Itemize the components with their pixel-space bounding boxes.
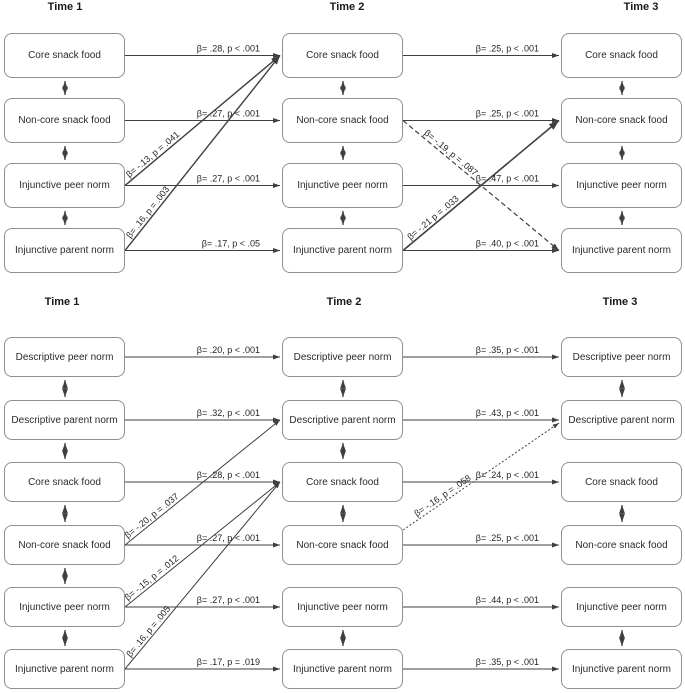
path-coefficient-label: β= -.13, p = .041 <box>124 129 181 179</box>
node-box: Non-core snack food <box>4 525 125 565</box>
time-header: Time 3 <box>602 296 638 308</box>
path-coefficient-label: β= .47, p < .001 <box>476 174 539 184</box>
node-box: Descriptive parent norm <box>4 400 125 440</box>
node-box: Injunctive peer norm <box>4 163 125 208</box>
node-box: Injunctive parent norm <box>282 228 403 273</box>
node-box: Descriptive peer norm <box>561 337 682 377</box>
time-header: Time 2 <box>326 296 362 308</box>
node-box: Injunctive peer norm <box>561 163 682 208</box>
cross-lagged-path <box>124 55 281 251</box>
node-box: Descriptive peer norm <box>4 337 125 377</box>
path-coefficient-label: β= .27, p < .001 <box>197 533 260 543</box>
node-box: Descriptive parent norm <box>561 400 682 440</box>
node-box: Core snack food <box>282 462 403 502</box>
path-coefficient-label: β= .40, p < .001 <box>476 239 539 249</box>
node-box: Descriptive parent norm <box>282 400 403 440</box>
path-coefficient-label: β= .16, p = .003 <box>124 184 171 240</box>
node-box: Non-core snack food <box>282 525 403 565</box>
node-box: Injunctive peer norm <box>4 587 125 627</box>
path-coefficient-label: β= .25, p < .001 <box>476 44 539 54</box>
path-coefficient-label: β= -.21 p = .033 <box>405 193 460 241</box>
cross-lagged-path <box>124 481 281 608</box>
cross-lagged-path-dashed <box>402 120 560 251</box>
path-coefficient-label: β= -.16, p = .058 <box>412 473 472 519</box>
node-box: Injunctive peer norm <box>282 163 403 208</box>
node-box: Core snack food <box>561 33 682 78</box>
path-coefficient-label: β= .28, p < .001 <box>197 44 260 54</box>
path-coefficient-label: β= .24, p < .001 <box>476 470 539 480</box>
time-header: Time 1 <box>47 1 83 13</box>
path-coefficient-label: β= .25, p < .001 <box>476 109 539 119</box>
path-coefficient-label: β= .32, p < .001 <box>197 408 260 418</box>
path-coefficient-label: β= .35, p < .001 <box>476 657 539 667</box>
path-coefficient-label: β= -.15, p = .012 <box>123 553 181 602</box>
path-coefficient-label: β= .35, p < .001 <box>476 345 539 355</box>
path-coefficient-label: β= .27, p < .001 <box>197 109 260 119</box>
node-box: Injunctive peer norm <box>561 587 682 627</box>
node-box: Core snack food <box>561 462 682 502</box>
path-coefficient-label: β= .17, p < .05 <box>202 239 260 249</box>
node-box: Injunctive parent norm <box>561 228 682 273</box>
time-header: Time 2 <box>329 1 365 13</box>
path-coefficient-label: β= .16, p = .005 <box>124 604 172 659</box>
path-coefficient-label: β= .28, p < .001 <box>197 470 260 480</box>
node-box: Injunctive peer norm <box>282 587 403 627</box>
node-box: Core snack food <box>282 33 403 78</box>
node-box: Descriptive peer norm <box>282 337 403 377</box>
cross-lagged-path-dashed <box>402 422 560 531</box>
time-header: Time 1 <box>44 296 80 308</box>
path-coefficient-label: β= -.19, p = .087 <box>422 128 479 178</box>
path-coefficient-label: β= .43, p < .001 <box>476 408 539 418</box>
path-coefficient-label: β= .17, p = .019 <box>197 657 260 667</box>
node-box: Non-core snack food <box>4 98 125 143</box>
node-box: Injunctive parent norm <box>561 649 682 689</box>
cross-lagged-path <box>124 481 281 670</box>
node-box: Non-core snack food <box>282 98 403 143</box>
node-box: Injunctive parent norm <box>282 649 403 689</box>
path-coefficient-label: β= -.20, p = .037 <box>123 491 181 540</box>
path-coefficient-label: β= .44, p < .001 <box>476 595 539 605</box>
path-coefficient-label: β= .25, p < .001 <box>476 533 539 543</box>
cross-lagged-path <box>124 54 281 187</box>
node-box: Non-core snack food <box>561 98 682 143</box>
node-box: Core snack food <box>4 33 125 78</box>
cross-lagged-path <box>124 419 281 546</box>
node-box: Non-core snack food <box>561 525 682 565</box>
path-coefficient-label: β= .27, p < .001 <box>197 174 260 184</box>
path-coefficient-label: β= .20, p < .001 <box>197 345 260 355</box>
path-coefficient-label: β= .27, p < .001 <box>197 595 260 605</box>
node-box: Injunctive parent norm <box>4 228 125 273</box>
time-header: Time 3 <box>623 1 659 13</box>
node-box: Injunctive parent norm <box>4 649 125 689</box>
node-box: Core snack food <box>4 462 125 502</box>
cross-lagged-path <box>402 119 560 252</box>
